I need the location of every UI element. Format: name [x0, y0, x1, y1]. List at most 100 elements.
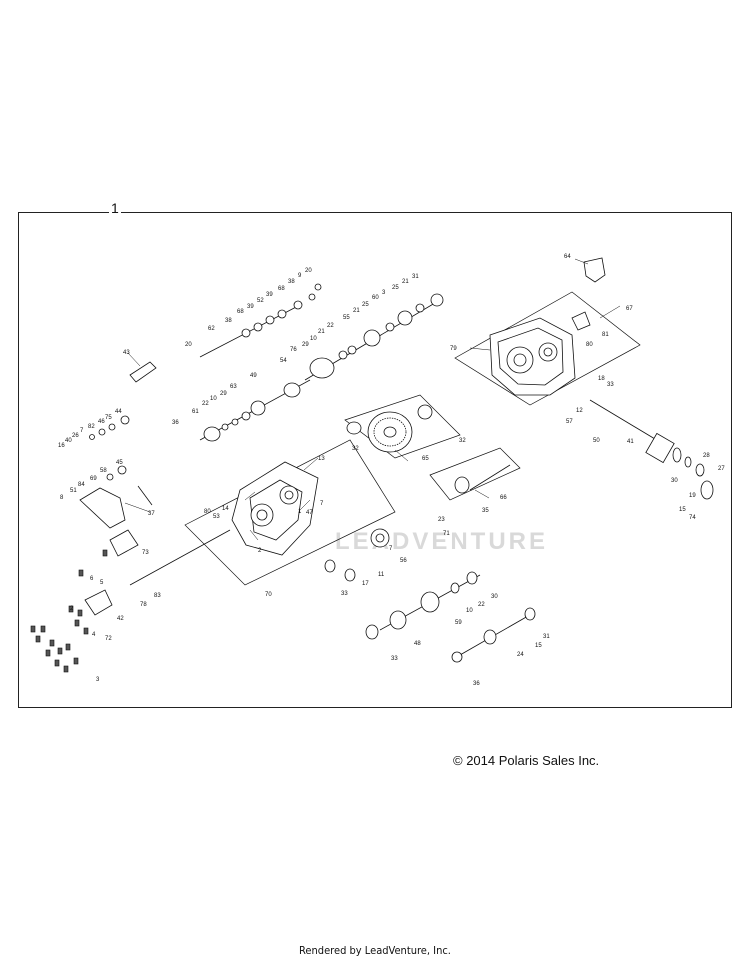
callout: 84: [78, 482, 85, 488]
callout: 28: [703, 453, 710, 459]
callout: 30: [671, 478, 678, 484]
callout: 46: [98, 419, 105, 425]
callout: 79: [450, 346, 457, 352]
callout: 51: [70, 488, 77, 494]
callout: 62: [208, 326, 215, 332]
callout: 47: [306, 510, 313, 516]
callout: 64: [564, 254, 571, 260]
callout: 20: [185, 342, 192, 348]
callout: 45: [116, 460, 123, 466]
callout: 31: [543, 634, 550, 640]
callout: 44: [115, 409, 122, 415]
callout: 10: [310, 336, 317, 342]
callout: 39: [266, 292, 273, 298]
callout: 9: [298, 273, 302, 279]
callout: 57: [566, 419, 573, 425]
callout: 83: [154, 593, 161, 599]
callout: 49: [250, 373, 257, 379]
callout: 2: [258, 548, 262, 554]
callout: 22: [327, 323, 334, 329]
callout: 43: [123, 350, 130, 356]
callout: 73: [142, 550, 149, 556]
callout: 68: [278, 286, 285, 292]
callout: 17: [362, 581, 369, 587]
callout: 81: [602, 332, 609, 338]
callout: 29: [302, 342, 309, 348]
callout: 40: [65, 438, 72, 444]
leader-lines: [124, 258, 621, 513]
callout: 66: [500, 495, 507, 501]
callout: 36: [172, 420, 179, 426]
callout: 72: [105, 636, 112, 642]
callout: 21: [318, 329, 325, 335]
callout: 41: [627, 439, 634, 445]
callout: 61: [192, 409, 199, 415]
callout: 15: [535, 643, 542, 649]
bracket-64: [571, 257, 606, 331]
callout: 67: [626, 306, 633, 312]
callout: 37: [148, 511, 155, 517]
callout: 3: [96, 677, 100, 683]
callout: 22: [202, 401, 209, 407]
callout: 50: [593, 438, 600, 444]
callout: 10: [466, 608, 473, 614]
page-number: 1: [109, 200, 121, 216]
callout: 7: [80, 428, 84, 434]
callout: 21: [353, 308, 360, 314]
callout: 33: [607, 382, 614, 388]
bolt-set: [30, 549, 108, 673]
callout: 35: [482, 508, 489, 514]
copyright-notice: © 2014 Polaris Sales Inc.: [453, 753, 600, 768]
callout: 70: [265, 592, 272, 598]
shift-shaft: [199, 283, 322, 358]
callout: 25: [362, 302, 369, 308]
callout: 14: [222, 506, 229, 512]
callout: 82: [88, 424, 95, 430]
callout: 3: [382, 290, 386, 296]
callout: 38: [225, 318, 232, 324]
callout: 7: [320, 501, 324, 507]
middle-gear-shaft: [199, 379, 311, 442]
callout: 60: [372, 295, 379, 301]
callout: 6: [90, 576, 94, 582]
callout: 36: [473, 681, 480, 687]
callout: 75: [105, 415, 112, 421]
callout: 23: [438, 517, 445, 523]
callout: 8: [60, 495, 64, 501]
callout: 20: [305, 268, 312, 274]
callout: 15: [679, 507, 686, 513]
callout: 53: [213, 514, 220, 520]
footer-credit: Rendered by LeadVenture, Inc.: [299, 944, 451, 957]
callout: 68: [237, 309, 244, 315]
right-housing: [489, 317, 576, 396]
callout: 32: [459, 438, 466, 444]
callout: 54: [280, 358, 287, 364]
callout: 24: [517, 652, 524, 658]
callout: 69: [90, 476, 97, 482]
callout: 48: [414, 641, 421, 647]
callout: 78: [140, 602, 147, 608]
output-shaft: [589, 399, 714, 500]
callout: 74: [689, 515, 696, 521]
left-linkage-parts: [79, 361, 231, 616]
callout: 38: [288, 279, 295, 285]
callout: 80: [204, 509, 211, 515]
callout: 59: [455, 620, 462, 626]
callout: 71: [443, 531, 450, 537]
callout: 56: [400, 558, 407, 564]
callout: 1: [298, 509, 302, 515]
callout: 63: [230, 384, 237, 390]
watermark: LEADVENTURE: [335, 528, 549, 555]
callout: 31: [412, 274, 419, 280]
callout: 22: [478, 602, 485, 608]
upper-gear-shaft: [304, 293, 444, 381]
callout: 12: [576, 408, 583, 414]
callout: 18: [598, 376, 605, 382]
callout: 19: [689, 493, 696, 499]
callout: 11: [378, 572, 385, 578]
callout: 2: [70, 606, 74, 612]
callout: 39: [247, 304, 254, 310]
group-box-67: [454, 291, 641, 406]
callout: 65: [422, 456, 429, 462]
